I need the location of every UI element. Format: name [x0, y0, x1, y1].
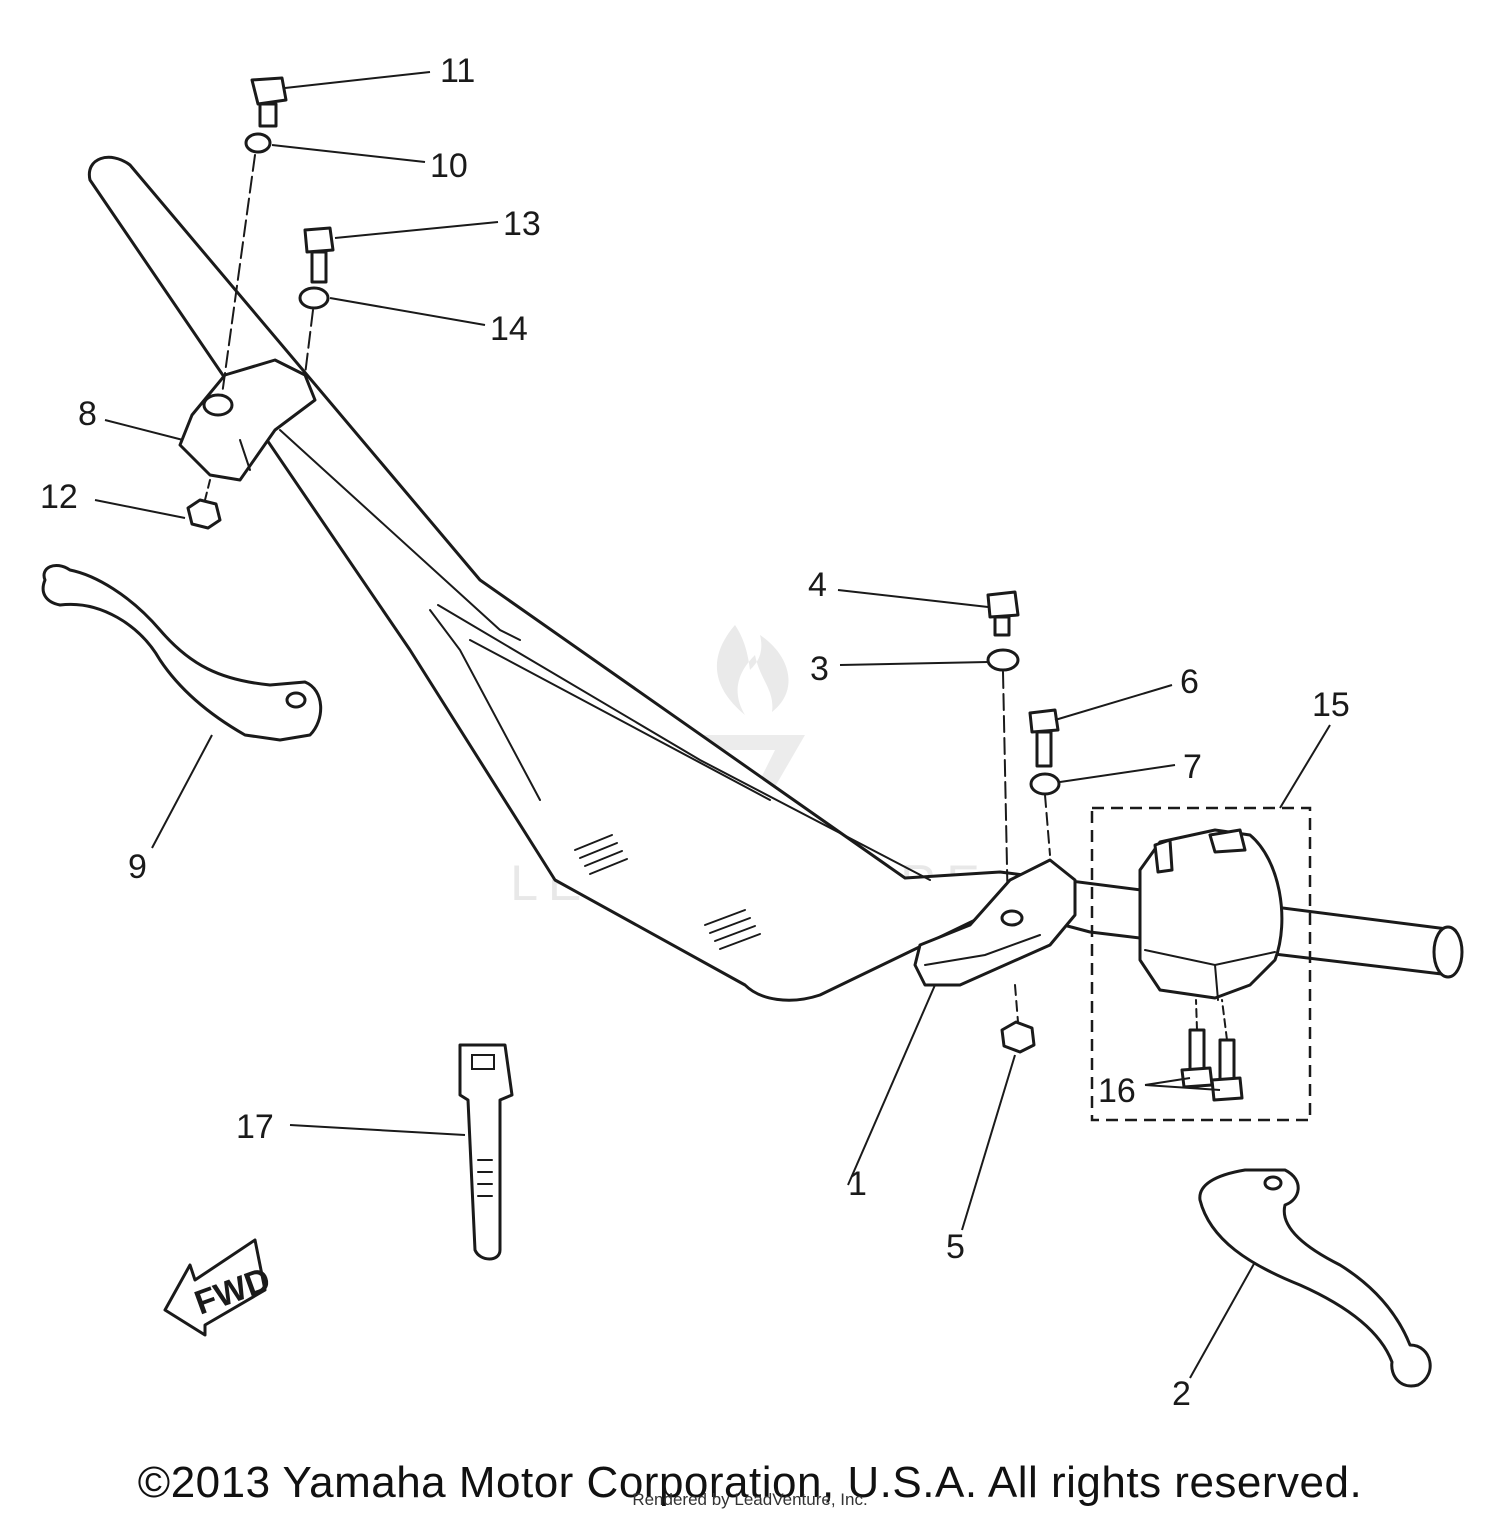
copyright-notice: ©2013 Yamaha Motor Corporation, U.S.A. A…: [137, 1458, 1363, 1507]
lever-2-pivot: [1263, 1175, 1283, 1191]
nut-12: [186, 498, 222, 530]
screws-16: [1180, 999, 1244, 1102]
callout-15: 15: [1312, 686, 1350, 724]
callout-16: 16: [1098, 1072, 1136, 1110]
callout-7: 7: [1183, 748, 1202, 786]
fwd-arrow: FWD: [163, 1238, 275, 1337]
handlebar-switch-15: [1138, 828, 1284, 1001]
callout-4: 4: [808, 566, 827, 604]
assembly-line-5: [1014, 984, 1019, 1023]
bolt-6: [1028, 708, 1060, 768]
switch-assembly-15-outline: [1090, 806, 1312, 1122]
knurl-band-right: [704, 909, 761, 950]
callout-11: 11: [440, 52, 475, 90]
callout-8: 8: [78, 395, 97, 433]
lever-9-pivot: [285, 691, 307, 709]
flame-logo-icon: [716, 625, 789, 715]
rendered-by-credit: Rendered by LeadVenture, Inc.: [632, 1490, 868, 1509]
nut-5: [1000, 1020, 1036, 1054]
lever-holder-1: [913, 858, 1077, 987]
lever-2: [1198, 1168, 1432, 1388]
leader-lines: [94, 71, 1331, 1379]
callout-9: 9: [128, 848, 147, 886]
washer-3: [986, 648, 1020, 672]
knurl-band-left: [574, 834, 628, 875]
callout-6: 6: [1180, 663, 1199, 701]
assembly-line-11: [221, 154, 256, 396]
assembly-line-12: [204, 479, 211, 501]
callout-13: 13: [503, 205, 541, 243]
callout-12: 12: [40, 478, 78, 516]
handlebar: [87, 155, 1464, 1002]
washer-10: [244, 132, 272, 154]
callout-labels: 1 2 3 4 5 6 7 8 9 10 11 12 13 14 15 16 1…: [40, 52, 1350, 1413]
assembly-line-4: [1002, 671, 1009, 916]
callout-17: 17: [236, 1108, 274, 1146]
clamp-upper-left: [178, 358, 317, 482]
bolt-4: [986, 590, 1020, 637]
callout-5: 5: [946, 1228, 965, 1266]
bolt-13: [303, 226, 335, 284]
callout-2: 2: [1172, 1375, 1191, 1413]
cable-tie-17: [458, 1043, 514, 1261]
lever-9: [41, 564, 323, 742]
washer-7: [1029, 772, 1061, 796]
callout-1: 1: [848, 1165, 867, 1203]
callout-10: 10: [430, 147, 468, 185]
callout-3: 3: [810, 650, 829, 688]
washer-14: [298, 286, 330, 310]
assembly-line-13: [304, 309, 314, 376]
callout-14: 14: [490, 310, 528, 348]
assembly-line-6: [1044, 794, 1051, 856]
bolt-11: [250, 76, 288, 128]
